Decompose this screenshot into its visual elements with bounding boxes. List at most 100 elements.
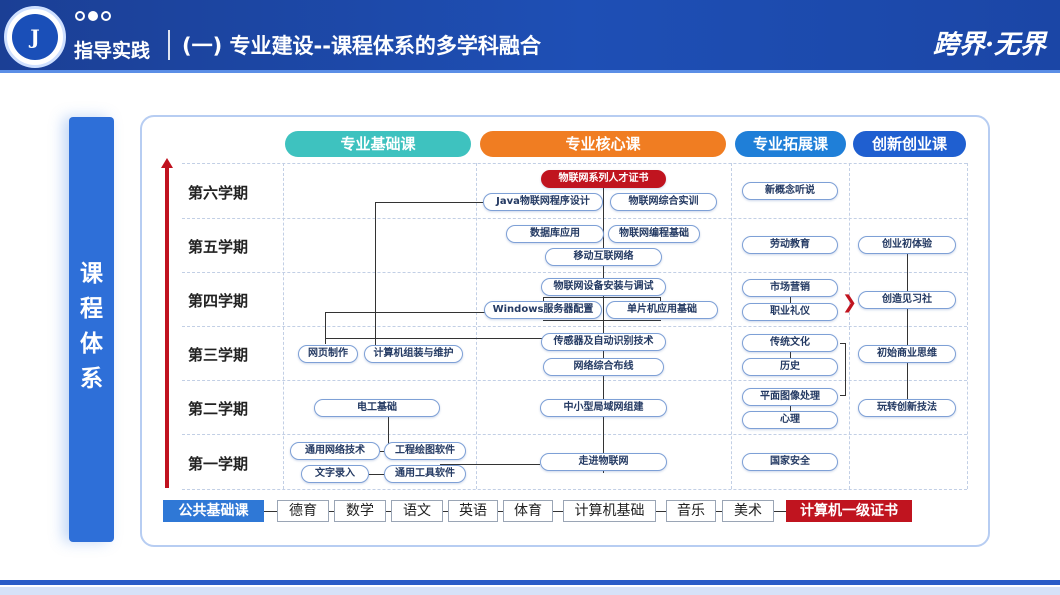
course-iot-install: 物联网设备安装与调试 <box>541 278 666 296</box>
grid-line <box>182 272 967 273</box>
public-course: 计算机基础 <box>563 500 656 522</box>
course-new-concept: 新概念听说 <box>742 182 838 200</box>
grid-line <box>849 163 850 489</box>
connector-line <box>329 511 334 512</box>
public-foundation-label: 公共基础课 <box>163 500 264 522</box>
course-cert: 物联网系列人才证书 <box>541 170 666 188</box>
grid-line <box>731 163 732 489</box>
connector-line <box>840 343 846 344</box>
timeline-arrow <box>161 158 173 488</box>
connector-line <box>774 511 786 512</box>
course-marketing: 市场营销 <box>742 279 838 297</box>
semester-label: 第三学期 <box>188 346 249 364</box>
grid-line <box>182 163 967 164</box>
connector-line <box>656 511 666 512</box>
course-etiquette: 职业礼仪 <box>742 303 838 321</box>
connector-line <box>386 511 391 512</box>
connector-line <box>388 417 389 457</box>
grid-line <box>182 326 967 327</box>
connector-line <box>443 511 448 512</box>
course-sensor: 传感器及自动识别技术 <box>541 333 666 351</box>
course-windows-server: Windows服务器配置 <box>484 301 602 319</box>
course-mobile-net: 移动互联网络 <box>545 248 662 266</box>
connector-line <box>440 464 540 465</box>
course-web: 网页制作 <box>298 345 358 363</box>
public-course: 德育 <box>277 500 329 522</box>
semester-label: 第二学期 <box>188 400 249 418</box>
semester-label: 第一学期 <box>188 455 249 473</box>
column-header-core: 专业核心课 <box>480 131 726 157</box>
semester-label: 第六学期 <box>188 184 249 202</box>
computer-cert-badge: 计算机一级证书 <box>786 500 912 522</box>
footer-bar <box>0 580 1060 585</box>
side-tab: 课 程 体 系 <box>69 117 114 542</box>
course-startup-experience: 创业初体验 <box>858 236 956 254</box>
connector-line <box>553 511 563 512</box>
public-course: 数学 <box>334 500 386 522</box>
public-course: 音乐 <box>666 500 716 522</box>
course-pc-assembly: 计算机组装与维护 <box>364 345 463 363</box>
connector-line <box>380 451 384 452</box>
public-course: 体育 <box>503 500 553 522</box>
public-course: 英语 <box>448 500 498 522</box>
course-lan: 中小型局域网组建 <box>540 399 667 417</box>
course-network-tech: 通用网络技术 <box>290 442 380 460</box>
grid-line <box>182 218 967 219</box>
brand-slogan: 跨界·无界 <box>932 30 1046 60</box>
grid-line <box>182 380 967 381</box>
course-iot-training: 物联网综合实训 <box>610 193 717 211</box>
logo-mark: J <box>12 14 58 60</box>
connector-line <box>325 338 543 339</box>
course-electrician: 电工基础 <box>314 399 440 417</box>
course-security: 国家安全 <box>742 453 838 471</box>
course-culture: 传统文化 <box>742 334 838 352</box>
column-header-innovation: 创新创业课 <box>853 131 966 157</box>
grid-line <box>182 434 967 435</box>
semester-label: 第四学期 <box>188 292 249 310</box>
connector-line <box>907 253 908 403</box>
grid-line <box>182 489 967 490</box>
course-intro-iot: 走进物联网 <box>540 453 667 471</box>
course-graphics: 平面图像处理 <box>742 388 838 406</box>
course-creation-club: 创造见习社 <box>858 291 956 309</box>
section-title: 指导实践 <box>74 40 151 62</box>
course-drawing-software: 工程绘图软件 <box>384 442 466 460</box>
school-logo: J <box>4 6 66 68</box>
course-iot-programming: 物联网编程基础 <box>608 225 700 243</box>
connector-line <box>375 202 483 203</box>
course-network-wiring: 网络综合布线 <box>543 358 664 376</box>
connector-line <box>840 395 846 396</box>
connector-line <box>845 343 846 395</box>
connector-line <box>498 511 503 512</box>
course-tool-software: 通用工具软件 <box>384 465 466 483</box>
connector-line <box>369 474 384 475</box>
column-header-extension: 专业拓展课 <box>735 131 846 157</box>
connector-line <box>716 511 722 512</box>
course-innovation-methods: 玩转创新技法 <box>858 399 956 417</box>
dots-icon <box>75 11 111 21</box>
course-mcu: 单片机应用基础 <box>606 301 718 319</box>
connector-line <box>543 297 661 298</box>
semester-label: 第五学期 <box>188 238 249 256</box>
public-course: 美术 <box>722 500 774 522</box>
course-business-thinking: 初始商业思维 <box>858 345 956 363</box>
connector-line <box>325 312 485 313</box>
arrow-right-icon: ❯ <box>842 292 858 313</box>
connector-line <box>375 202 376 345</box>
course-java: Java物联网程序设计 <box>483 193 603 211</box>
connector-line <box>325 312 326 344</box>
public-course: 语文 <box>391 500 443 522</box>
grid-line <box>967 163 968 489</box>
course-history: 历史 <box>742 358 838 376</box>
course-typing: 文字录入 <box>301 465 369 483</box>
title-divider <box>168 30 170 60</box>
side-tab-label: 课 程 体 系 <box>80 261 103 392</box>
header-bar: J 指导实践 (一) 专业建设--课程体系的多学科融合 跨界·无界 <box>0 0 1060 73</box>
footer-stripe <box>0 587 1060 595</box>
grid-line <box>476 163 477 489</box>
connector-line <box>603 178 604 473</box>
connector-line <box>543 320 661 321</box>
column-header-foundation: 专业基础课 <box>285 131 471 157</box>
course-database: 数据库应用 <box>506 225 604 243</box>
course-psychology: 心理 <box>742 411 838 429</box>
